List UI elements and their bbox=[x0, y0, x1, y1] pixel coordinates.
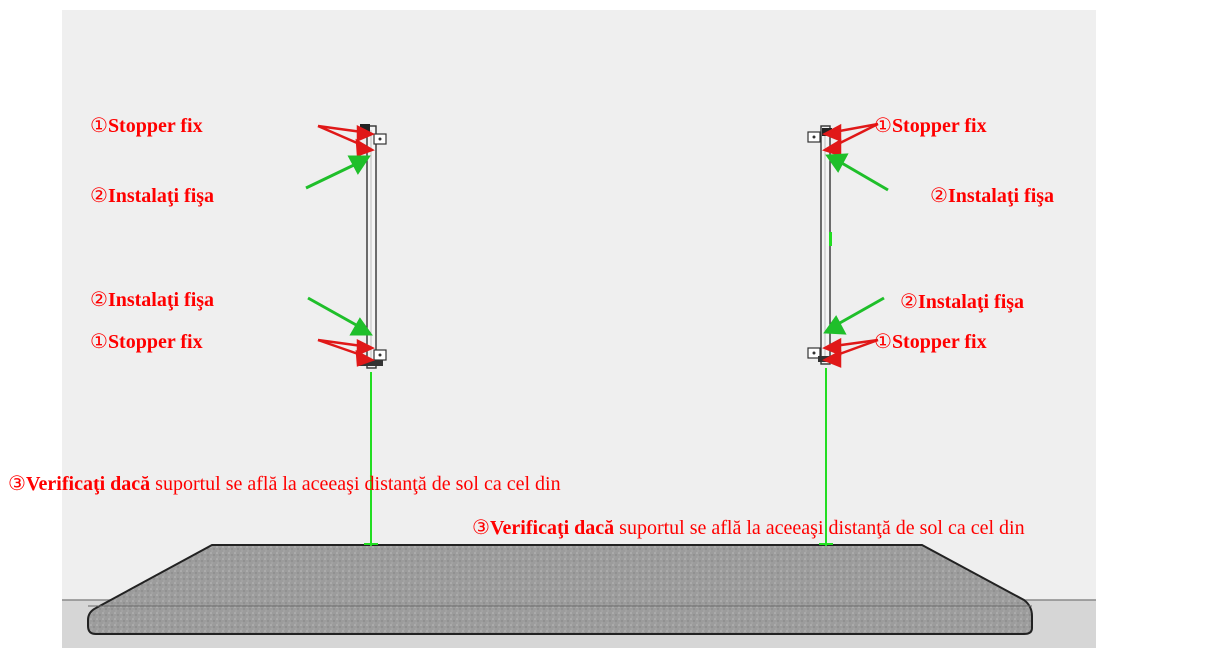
concrete-mat bbox=[87, 544, 1033, 635]
left-stopper-top-label: ①Stopper fix bbox=[90, 115, 203, 137]
wall bbox=[62, 10, 1096, 600]
right-height-check-note: ③Verificaţi dacă suportul se află la ace… bbox=[472, 517, 1025, 539]
left-plug-top-arrow bbox=[305, 155, 371, 190]
left-height-check-note: ③Verificaţi dacă suportul se află la ace… bbox=[8, 473, 561, 495]
left-plug-bottom-arrow bbox=[307, 296, 373, 336]
right-plug-top-label: ②Instalaţi fişa bbox=[930, 185, 1055, 207]
left-pole bbox=[359, 124, 387, 369]
left-plug-bottom-label: ②Instalaţi fişa bbox=[90, 289, 215, 311]
right-plug-top-arrow bbox=[825, 153, 889, 192]
right-plug-bottom-arrow bbox=[823, 296, 885, 335]
right-stopper-top-label: ①Stopper fix bbox=[874, 115, 987, 137]
left-stopper-top-arrows bbox=[317, 124, 375, 157]
right-stopper-top-arrows bbox=[822, 122, 879, 157]
left-stopper-bottom-label: ①Stopper fix bbox=[90, 331, 203, 353]
right-plug-bottom-label: ②Instalaţi fişa bbox=[900, 291, 1025, 313]
left-stopper-bottom-arrows bbox=[317, 338, 376, 367]
right-stopper-bottom-arrows bbox=[822, 337, 879, 368]
left-plug-top-label: ②Instalaţi fişa bbox=[90, 185, 215, 207]
right-stopper-bottom-label: ①Stopper fix bbox=[874, 331, 987, 353]
